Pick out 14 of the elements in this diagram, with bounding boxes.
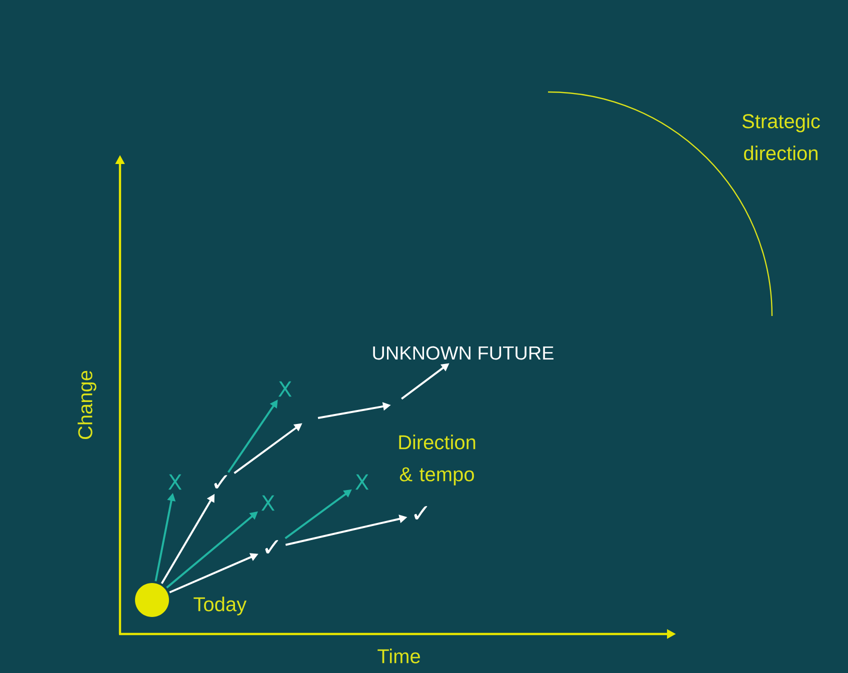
check-mark: ✓ <box>265 540 278 554</box>
axis-label: Change <box>78 370 96 439</box>
cross-mark: X <box>355 474 369 490</box>
check-mark: ✓ <box>214 475 228 488</box>
strategic-direction-label: Strategic direction <box>742 114 820 160</box>
check-mark: ✓ <box>414 506 428 520</box>
cross-mark: X <box>261 495 275 511</box>
direction-label: Direction & tempo <box>399 434 476 486</box>
cross-mark: X <box>168 474 182 490</box>
heading-label: UNKNOWN FUTURE <box>373 346 554 360</box>
axis-label: Time <box>378 648 420 664</box>
circle-marker <box>135 583 169 617</box>
caption-label: Today <box>194 596 247 616</box>
cross-mark: X <box>278 381 292 397</box>
